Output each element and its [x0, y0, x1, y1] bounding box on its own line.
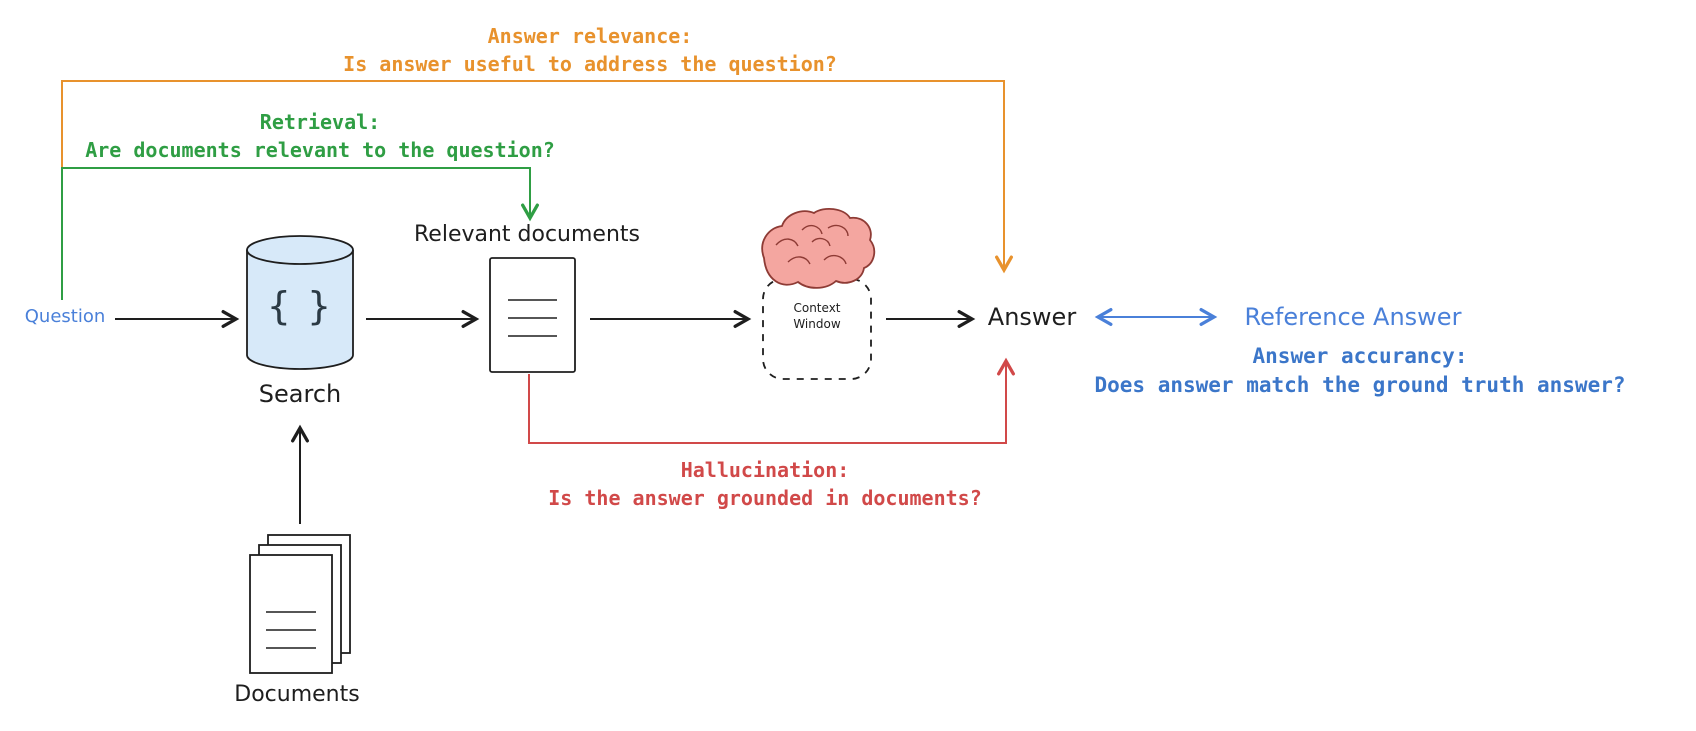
- stacked-documents-icon: [249, 534, 351, 674]
- context-window-label: Context Window: [793, 301, 841, 332]
- reference-answer-label: Reference Answer: [1244, 303, 1462, 331]
- documents-label: Documents: [234, 682, 360, 707]
- retrieval-connector: [61, 167, 539, 300]
- hallucination-question: Is the answer grounded in documents?: [548, 486, 982, 510]
- question-label: Question: [24, 306, 106, 327]
- search-braces-symbol: { }: [266, 284, 334, 328]
- retrieval-annotation: Retrieval: Are documents relevant to the…: [85, 108, 555, 164]
- document-icon: [489, 257, 576, 373]
- answer-relevance-annotation: Answer relevance: Is answer useful to ad…: [343, 22, 837, 78]
- hallucination-annotation: Hallucination: Is the answer grounded in…: [548, 456, 981, 512]
- hallucination-title: Hallucination:: [680, 458, 850, 482]
- relevant-documents-label: Relevant documents: [413, 222, 641, 247]
- retrieval-question: Are documents relevant to the question?: [85, 138, 555, 162]
- answer-accuracy-question: Does answer match the ground truth answe…: [1094, 373, 1626, 398]
- database-icon: [246, 235, 354, 370]
- answer-accuracy-annotation: Answer accurancy: Does answer match the …: [1094, 342, 1625, 401]
- brain-icon: [761, 207, 876, 289]
- answer-label: Answer: [987, 303, 1077, 331]
- search-label: Search: [258, 380, 342, 408]
- answer-relevance-title: Answer relevance:: [487, 24, 693, 48]
- answer-accuracy-title: Answer accurancy:: [1252, 344, 1468, 368]
- retrieval-title: Retrieval:: [259, 110, 381, 134]
- hallucination-connector: [528, 357, 1015, 444]
- answer-relevance-question: Is answer useful to address the question…: [343, 52, 837, 76]
